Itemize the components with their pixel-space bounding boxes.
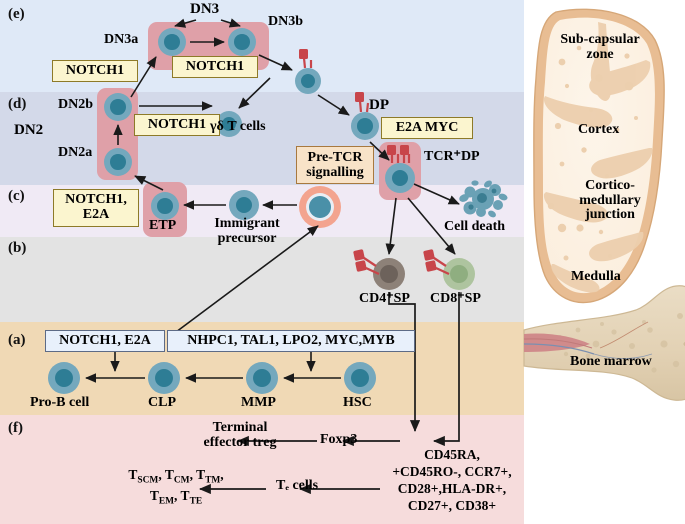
t-sub-6: TM [205, 475, 221, 486]
bone-marrow-illustration [523, 285, 685, 401]
label-gd-t-cells: γδ T cells [210, 119, 266, 134]
cell-immigrant-precursor [229, 190, 259, 220]
label-terminal-effector-treg: Terminal effector treg [203, 420, 277, 450]
label-t-subsets: TSCM, TCM, TTM, TEM, TTE [110, 466, 242, 509]
label-cell-death: Cell death [444, 219, 506, 234]
label-cortico-medullary-junction: Cortico- medullary junction [579, 178, 641, 223]
label-dn3b: DN3b [268, 14, 304, 29]
label-etp: ETP [149, 218, 177, 233]
t-sub-7: , [220, 467, 224, 482]
t-sub-10: , T [174, 488, 190, 504]
t-sub-4: CM [173, 475, 190, 486]
label-hsc: HSC [343, 395, 372, 410]
cell-pro-b [48, 362, 80, 394]
panel-letter-d: (d) [8, 96, 27, 112]
label-dn2a: DN2a [58, 145, 93, 160]
cell-dn2b [104, 93, 132, 121]
panel-letter-b: (b) [8, 240, 27, 256]
t-sub-11: TE [189, 497, 203, 508]
genebox-a-right: NHPC1, TAL1, LPO2, MYC,MYB [167, 330, 415, 352]
cell-gd-t [216, 111, 242, 137]
label-immigrant-precursor: Immigrant precursor [214, 216, 280, 246]
cell-vessel-precursor [299, 186, 341, 228]
t-subsets-line2: TEM, TTE [110, 487, 242, 508]
label-dn2: DN2 [14, 122, 44, 138]
label-dp: DP [369, 97, 389, 113]
label-dn2b: DN2b [58, 97, 94, 112]
label-cortex: Cortex [578, 122, 620, 137]
pre-tcr-signalling-text: Pre-TCR signalling [306, 149, 364, 180]
label-tcr-dp: TCR⁺DP [424, 149, 480, 164]
cell-clp [148, 362, 180, 394]
cell-cd4sp [373, 258, 405, 290]
t-subsets-line1: TSCM, TCM, TTM, [110, 466, 242, 487]
cell-etp [151, 192, 179, 220]
label-foxp3: Foxp3 [320, 432, 358, 447]
panel-letter-a: (a) [8, 332, 26, 348]
t-sub-9: EM [158, 497, 175, 508]
notch1-e2a-text: NOTCH1, E2A [65, 192, 127, 222]
label-mmp: MMP [241, 395, 276, 410]
label-cd8sp: CD8⁺SP [430, 291, 481, 306]
panel-letter-c: (c) [8, 188, 25, 204]
label-te-cells: Tₑ cells [276, 478, 319, 494]
tanbox-pre-tcr-signalling: Pre-TCR signalling [296, 146, 374, 184]
genebox-notch1-e-center: NOTCH1 [172, 56, 258, 78]
genebox-e2a-myc: E2A MYC [381, 117, 473, 139]
label-dn3a: DN3a [104, 32, 139, 47]
cell-dp [351, 112, 379, 140]
label-sub-capsular-zone: Sub-capsular zone [560, 32, 640, 62]
label-clp: CLP [148, 395, 176, 410]
t-sub-1: T [128, 467, 138, 482]
t-sub-5: , T [189, 467, 206, 482]
t-sub-3: , T [158, 467, 174, 482]
cell-dn3b [228, 28, 256, 56]
t-sub-8: T [149, 488, 159, 504]
te-cells-text: Tₑ cells [276, 478, 319, 493]
label-marker-panel: CD45RA, +CD45RO-, CCR7+, CD28+,HLA-DR+, … [392, 447, 512, 513]
genebox-notch1-e2a: NOTCH1, E2A [53, 189, 139, 227]
genebox-notch1-e-left: NOTCH1 [52, 60, 138, 82]
panel-letter-e: (e) [8, 6, 25, 22]
genebox-notch1-d: NOTCH1 [134, 114, 220, 136]
label-dn3: DN3 [190, 1, 220, 17]
cell-pretcr-dn3b [295, 68, 321, 94]
panel-letter-f: (f) [8, 420, 23, 436]
label-pro-b-cell: Pro-B cell [30, 395, 90, 410]
t-sub-2: SCM [137, 475, 159, 486]
cell-dn2a [104, 148, 132, 176]
cell-dn3a [158, 28, 186, 56]
cell-mmp [246, 362, 278, 394]
cell-cd8sp [443, 258, 475, 290]
cell-hsc [344, 362, 376, 394]
cell-tcr-dp [385, 163, 415, 193]
label-medulla: Medulla [571, 269, 621, 284]
vessel-cell-core [309, 196, 331, 218]
genebox-a-left: NOTCH1, E2A [45, 330, 165, 352]
label-cd4sp: CD4⁺SP [359, 291, 410, 306]
label-bone-marrow: Bone marrow [570, 354, 652, 369]
